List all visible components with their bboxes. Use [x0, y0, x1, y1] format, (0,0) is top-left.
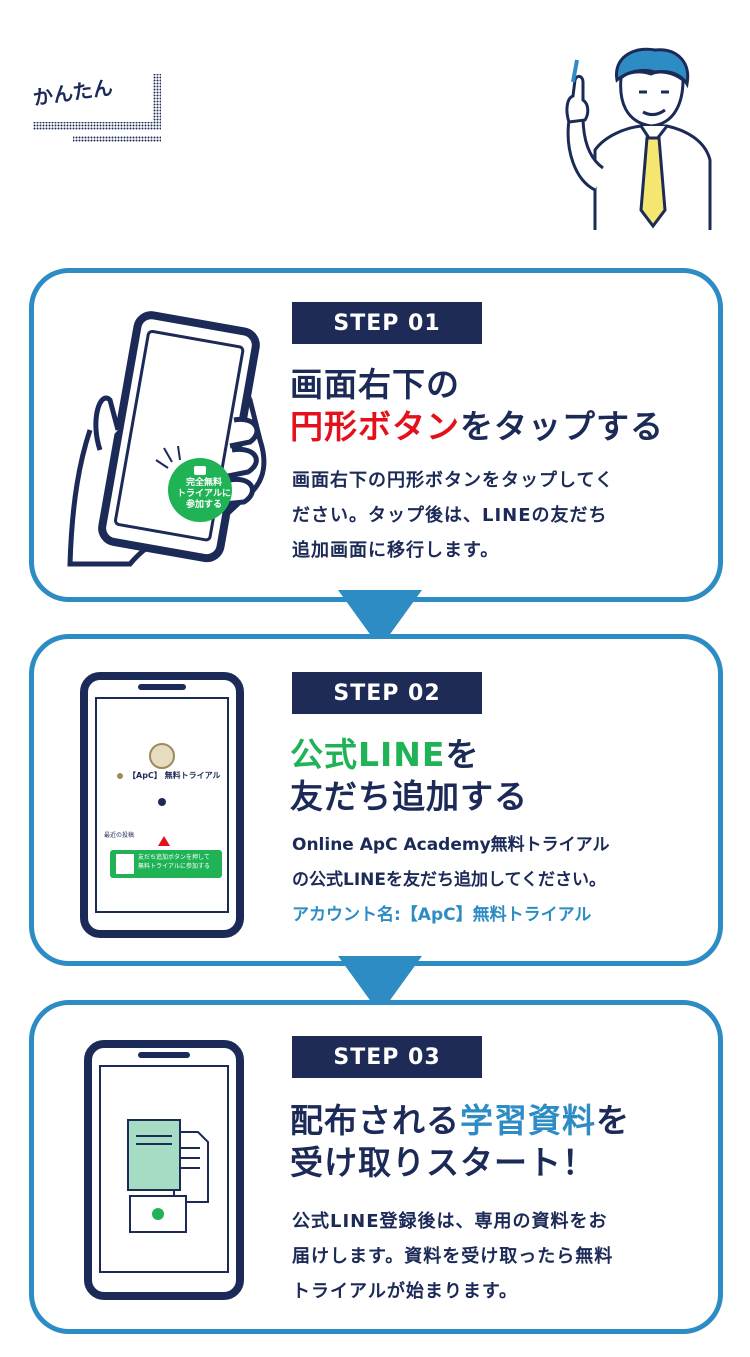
screen-add-friend-button[interactable]: 友だち追加ボタンを押して 無料トライアルに参加する	[138, 853, 210, 871]
step-02-title-line1: 公式LINEを	[290, 734, 528, 776]
step-01-title-line1: 画面右下の	[290, 365, 460, 404]
step-01-desc-line3: 追加画面に移行します。	[292, 540, 500, 561]
phone-line-screen-illustration	[80, 672, 244, 938]
step-01-description: 画面右下の円形ボタンをタップしてく ださい。タップ後は、LINEの友だち 追加画…	[292, 463, 614, 568]
dotted-bracket-icon	[33, 74, 161, 142]
pointing-man-illustration	[565, 47, 712, 230]
step-03-title-line2: 受け取りスタート！	[290, 1143, 596, 1182]
screen-account-name: 【ApC】 無料トライアル	[128, 771, 221, 780]
phone-circle-button[interactable]: 完全無料 トライアルに 参加する	[172, 478, 236, 511]
step-01-desc-line2: ださい。タップ後は、LINEの友だち	[292, 505, 608, 526]
phone-documents-illustration	[84, 1040, 244, 1300]
step-02-title: 公式LINEを 友だち追加する	[290, 734, 528, 818]
step-02-title-highlight: 公式LINE	[290, 735, 446, 774]
step-02-badge: STEP 02	[292, 672, 482, 714]
phone-circle-button-line2: トライアルに	[177, 489, 231, 499]
step-01-title: 画面右下の 円形ボタンをタップする	[290, 364, 664, 448]
step-02-description: Online ApC Academy無料トライアル の公式LINEを友だち追加し…	[292, 828, 610, 933]
step-03-desc-line2: 届けします。資料を受け取ったら無料	[292, 1246, 614, 1267]
step-03-title-line1: 配布される学習資料を	[290, 1100, 630, 1142]
step-02-desc-line2: の公式LINEを友だち追加してください。	[292, 870, 606, 890]
hand-phone-illustration	[67, 311, 267, 567]
step-01-badge: STEP 01	[292, 302, 482, 344]
step-01-title-highlight: 円形ボタン	[290, 407, 460, 446]
step-02-title-line2: 友だち追加する	[290, 777, 528, 816]
step-03-title: 配布される学習資料を 受け取りスタート！	[290, 1100, 630, 1184]
phone-circle-button-line1: 完全無料	[185, 478, 222, 488]
step-01-title-line2: 円形ボタンをタップする	[290, 406, 664, 448]
step-03-description: 公式LINE登録後は、専用の資料をお 届けします。資料を受け取ったら無料 トライ…	[292, 1204, 613, 1309]
step-03-desc-line3: トライアルが始まります。	[292, 1281, 519, 1302]
screen-add-friend-line2: 無料トライアルに参加する	[138, 863, 210, 870]
header-tag: かんたん	[32, 70, 173, 150]
step-03-title-b: を	[596, 1101, 630, 1140]
step-02-account-name: アカウント名:【ApC】無料トライアル	[292, 905, 592, 925]
step-03-desc-line1: 公式LINE登録後は、専用の資料をお	[292, 1211, 608, 1232]
phone-circle-button-line3: 参加する	[185, 500, 222, 510]
step-02-title-rest: を	[445, 735, 480, 774]
screen-section-label: 最近の投稿	[104, 832, 135, 839]
step-01-desc-line1: 画面右下の円形ボタンをタップしてく	[292, 470, 614, 491]
step-01-title-rest: をタップする	[460, 407, 664, 446]
screen-add-friend-line1: 友だち追加ボタンを押して	[138, 854, 210, 861]
step-02-desc-line1: Online ApC Academy無料トライアル	[292, 835, 610, 855]
step-03-title-a: 配布される	[290, 1101, 460, 1140]
step-03-badge: STEP 03	[292, 1036, 482, 1078]
step-03-title-highlight: 学習資料	[460, 1101, 596, 1140]
